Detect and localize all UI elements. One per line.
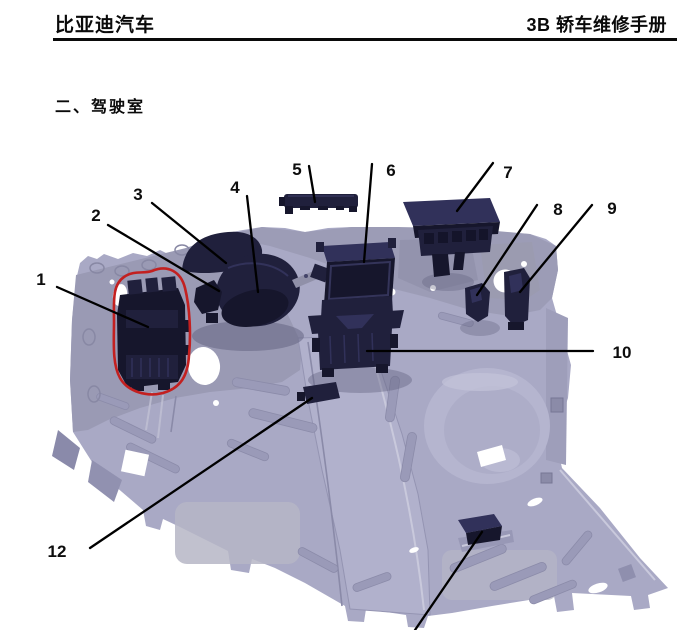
- header-rule: [53, 38, 677, 41]
- callout-3: 3: [133, 185, 142, 204]
- leader-7: [455, 161, 495, 213]
- tunnel-highlight: [367, 339, 425, 611]
- leader-8: [475, 203, 539, 297]
- callout-9: 9: [607, 199, 616, 218]
- airbag-shadow: [422, 273, 474, 291]
- mounting-bosses: [82, 244, 190, 403]
- component-lower-unit: [308, 310, 404, 377]
- component-fuse-box: [117, 276, 190, 391]
- frame-rail-stub: [88, 460, 122, 502]
- leader-9: [518, 203, 594, 294]
- callout-7: 7: [503, 163, 512, 182]
- leader-12: [88, 396, 314, 550]
- callout-12: 12: [48, 542, 67, 561]
- tunnel-shade: [307, 341, 343, 607]
- leader-3: [150, 201, 228, 265]
- firewall-rib: [170, 395, 177, 433]
- manual-brand-title: 比亚迪汽车: [55, 15, 156, 36]
- leader-2: [106, 223, 221, 293]
- highlight-circle: [112, 267, 192, 396]
- right-sill: [546, 308, 568, 465]
- component-center-unit: [316, 238, 396, 318]
- firewall-rib: [157, 394, 164, 439]
- leader-5: [307, 164, 317, 204]
- callout-1: 1: [36, 270, 45, 289]
- cockpit-diagram: 1 2 3 4 5 6 7 8 9 10 12: [36, 160, 668, 630]
- steering-column-hole: [187, 347, 221, 385]
- dome-rim-highlight: [442, 373, 518, 391]
- rear-floor-edge-highlight: [559, 469, 656, 581]
- firewall-rib: [145, 391, 153, 431]
- frame-rail-stub: [52, 430, 80, 470]
- seat-pad-right: [442, 550, 557, 600]
- leader-6: [362, 162, 374, 264]
- callout-labels: 1 2 3 4 5 6 7 8 9 10 12: [36, 160, 631, 561]
- callout-2: 2: [91, 206, 100, 225]
- manual-name-title: 3B 轿车维修手册: [526, 15, 667, 35]
- floor-dome-inner: [444, 386, 540, 474]
- component-bracket-9: [504, 268, 530, 330]
- component-top-bar: [279, 194, 358, 214]
- callout-4: 4: [230, 178, 240, 197]
- leader-4: [245, 194, 260, 294]
- leader-1: [55, 285, 150, 329]
- callout-8: 8: [553, 200, 562, 219]
- floor-ribs: [96, 311, 593, 605]
- component-passenger-airbag: [403, 198, 500, 277]
- steering-shadow: [192, 321, 304, 351]
- bracket-shadow: [460, 320, 500, 336]
- callout-10: 10: [613, 343, 632, 362]
- leader-lines: [55, 161, 595, 630]
- leader-cutoff: [413, 530, 484, 630]
- seat-pad-left: [175, 502, 300, 564]
- sill-square-hole: [550, 397, 564, 413]
- section-title: 二、驾驶室: [55, 99, 146, 116]
- callout-5: 5: [292, 160, 301, 179]
- callout-6: 6: [386, 161, 395, 180]
